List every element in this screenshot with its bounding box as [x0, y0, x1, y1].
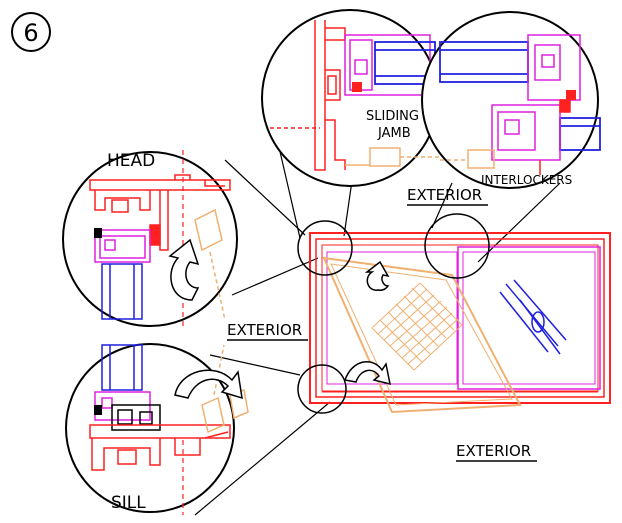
screen-panel-tilted — [322, 256, 522, 414]
arrow-up-icon — [168, 238, 200, 301]
arrow-up-icon — [364, 260, 390, 291]
arrow-rotate-icon — [174, 369, 243, 400]
sill-label: SILL — [111, 493, 146, 513]
window-elevation — [309, 232, 611, 404]
jamb-label: JAMB — [377, 126, 411, 141]
exterior-label-left: EXTERIOR — [227, 321, 308, 341]
head-label: HEAD — [107, 151, 155, 171]
sliding-label: SLIDING — [366, 109, 419, 124]
callout-circles-elevation — [297, 213, 490, 414]
sliding-jamb-detail: SLIDING JAMB — [261, 9, 440, 187]
glass-reflection-marks — [499, 279, 567, 355]
sill-detail: SILL — [65, 343, 249, 515]
exterior-bottom-text: EXTERIOR — [456, 442, 531, 460]
step-number-badge: 6 — [11, 12, 51, 52]
exterior-top-text: EXTERIOR — [407, 186, 482, 204]
arrow-rotate-icon — [344, 360, 391, 386]
exterior-label-top: EXTERIOR — [407, 186, 488, 206]
head-detail: HEAD — [62, 150, 238, 330]
step-number: 6 — [23, 19, 38, 47]
screen-mesh — [371, 282, 463, 371]
exterior-label-bottom: EXTERIOR — [456, 442, 537, 462]
exterior-left-text: EXTERIOR — [227, 321, 302, 339]
interlockers-label: INTERLOCKERS — [481, 173, 572, 187]
interlockers-detail: INTERLOCKERS — [421, 11, 601, 189]
